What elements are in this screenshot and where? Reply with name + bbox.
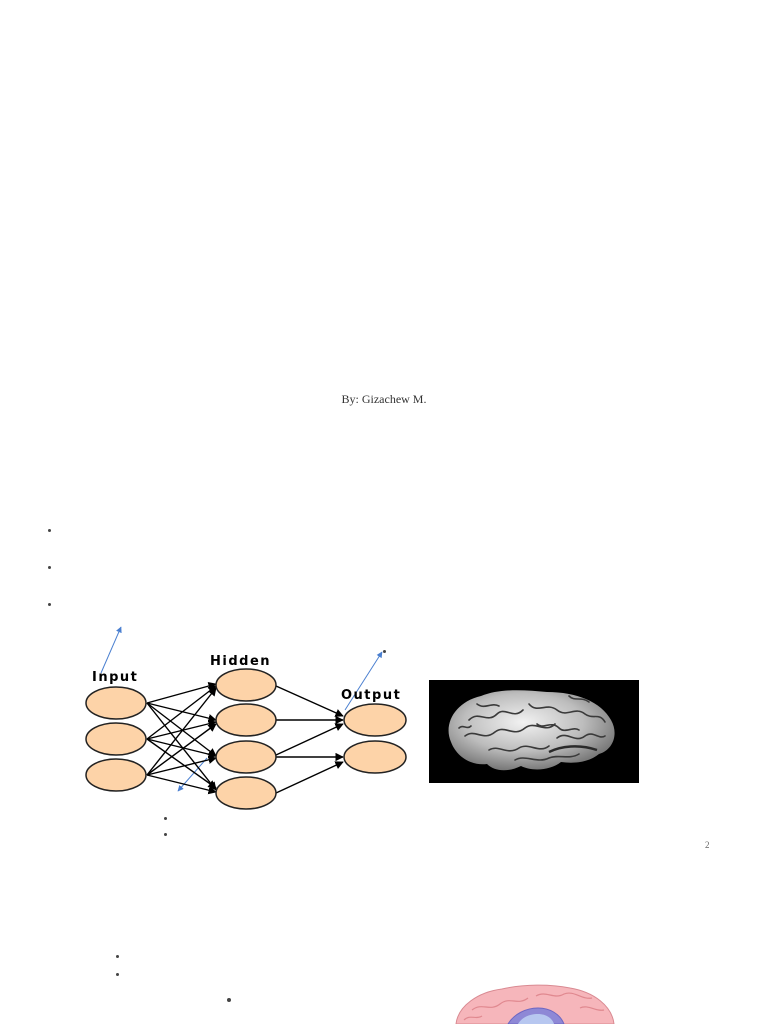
hidden-node [215, 776, 277, 810]
input-layer-label: Input [92, 670, 138, 685]
hidden-node [215, 703, 277, 737]
input-layer [85, 686, 147, 792]
hidden-node [215, 668, 277, 702]
output-layer [343, 703, 407, 774]
hidden-layer [215, 668, 277, 810]
bullet-marker [48, 566, 51, 569]
bullet-marker [164, 833, 167, 836]
hidden-node [215, 740, 277, 774]
bullet-marker [116, 973, 119, 976]
page-number: 2 [705, 840, 710, 850]
output-layer-label: Output [341, 688, 401, 703]
annotation-arrow [344, 651, 383, 711]
bullet-marker [48, 603, 51, 606]
byline: By: Gizachew M. [341, 392, 427, 406]
bullet-marker [227, 998, 231, 1002]
hidden-output-connections [275, 685, 344, 794]
output-node [343, 703, 407, 737]
bullet-marker [48, 529, 51, 532]
hidden-layer-label: Hidden [210, 654, 271, 669]
input-node [85, 722, 147, 756]
input-node [85, 758, 147, 792]
bullet-marker [383, 650, 386, 653]
annotation-arrow [177, 757, 208, 792]
annotation-arrow [100, 626, 122, 674]
brain-illustration [455, 984, 615, 1024]
brain-image [429, 680, 639, 783]
bullet-marker [116, 955, 119, 958]
neural-network-diagram: Input Hidden Output [85, 626, 407, 810]
bullet-marker [164, 817, 167, 820]
input-hidden-connections [146, 681, 217, 795]
output-node [343, 740, 407, 774]
input-node [85, 686, 147, 720]
